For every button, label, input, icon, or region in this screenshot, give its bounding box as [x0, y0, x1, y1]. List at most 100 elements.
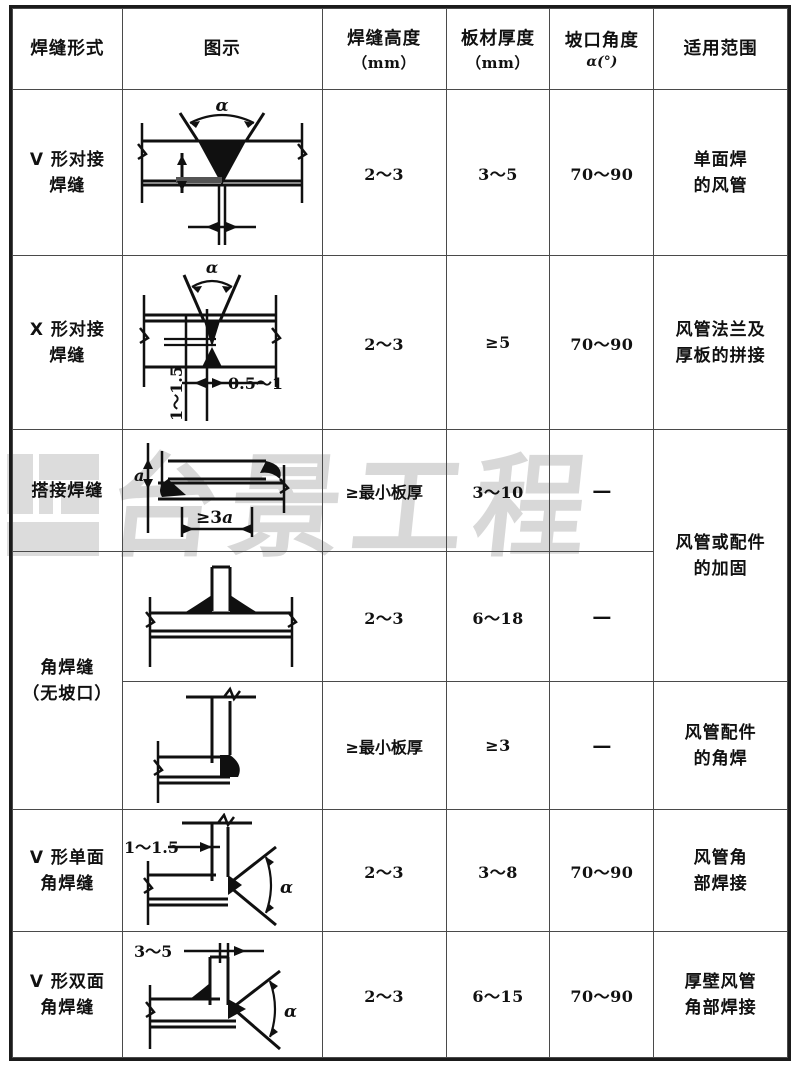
- v-single-fillet-weld-diagram: 1～1.5 α: [124, 812, 293, 926]
- groove-angle-value: 70～90: [570, 862, 634, 882]
- weld-type-line2: 角焊缝: [40, 873, 95, 894]
- v-butt-weld-diagram: α: [137, 96, 309, 245]
- weld-type-line2: 焊缝: [49, 345, 86, 366]
- plate-thickness-value: 3～8: [478, 862, 518, 882]
- header-plate-thickness-unit: （mm）: [466, 53, 530, 72]
- cell-groove-angle: 70～90: [549, 931, 655, 1058]
- weld-types-table: 焊缝形式 图示 焊缝高度 （mm） 板材厚度 （mm） 坡口角度 α(°): [9, 5, 791, 1061]
- tee-fillet-weld-diagram: [145, 565, 299, 667]
- header-weld-height-unit: （mm）: [352, 53, 417, 72]
- cell-application: 厚壁风管 角部焊接: [653, 931, 788, 1058]
- groove-angle-value: 70～90: [570, 334, 634, 354]
- cell-application: 单面焊 的风管: [653, 89, 788, 256]
- header-cell-plate-thickness: 板材厚度 （mm）: [445, 8, 551, 90]
- cell-weld-height: 2～3: [321, 255, 447, 430]
- cell-figure: α 0.5～1 1～1.5: [121, 255, 323, 430]
- weld-type-line1: V 形对接: [29, 149, 105, 170]
- cell-weld-height: 2～3: [321, 931, 447, 1058]
- cell-application-merged: 风管或配件 的加固: [653, 429, 788, 682]
- cell-figure: [121, 681, 323, 810]
- cell-figure: a ≥3a: [121, 429, 323, 552]
- weld-type-line2: 焊缝: [49, 175, 86, 196]
- cell-weld-type: 搭接焊缝: [12, 429, 123, 552]
- plate-thickness-value: ≥5: [485, 333, 511, 352]
- cell-application: 风管配件 的角焊: [653, 681, 788, 810]
- header-cell-weld-height: 焊缝高度 （mm）: [321, 8, 447, 90]
- groove-angle-value: —: [592, 734, 612, 757]
- weld-height-value: ≥最小板厚: [345, 482, 423, 502]
- plate-thickness-value: 6～15: [472, 986, 524, 1006]
- figure-label-root: 1～1.5: [167, 366, 186, 421]
- groove-angle-value: 70～90: [570, 986, 634, 1006]
- application-line1: 单面焊: [693, 149, 748, 170]
- application-line1: 风管配件: [684, 722, 757, 743]
- cell-plate-thickness: 6～15: [445, 931, 551, 1058]
- figure-label-root: 1～1.5: [124, 838, 179, 857]
- table-row: X 形对接 焊缝: [12, 255, 788, 430]
- cell-application: 风管法兰及 厚板的拼接: [653, 255, 788, 430]
- table-header-row: 焊缝形式 图示 焊缝高度 （mm） 板材厚度 （mm） 坡口角度 α(°): [12, 8, 788, 90]
- cell-plate-thickness: 6～18: [445, 551, 551, 682]
- cell-figure: 1～1.5 α: [121, 809, 323, 932]
- header-weld-type-label: 焊缝形式: [30, 39, 105, 59]
- v-double-fillet-weld-diagram: 3～5 α: [134, 942, 297, 1050]
- cell-groove-angle: 70～90: [549, 89, 655, 256]
- weld-height-value: 2～3: [364, 164, 405, 184]
- table-row: V 形双面 角焊缝: [12, 931, 788, 1058]
- cell-weld-height: 2～3: [321, 809, 447, 932]
- application-line1: 厚壁风管: [684, 971, 757, 992]
- plate-thickness-value: 3～5: [478, 164, 518, 184]
- groove-angle-value: —: [592, 479, 612, 502]
- cell-groove-angle: —: [549, 681, 655, 810]
- application-line2: 的角焊: [693, 748, 748, 769]
- cell-plate-thickness: 3～8: [445, 809, 551, 932]
- header-application-label: 适用范围: [683, 39, 758, 59]
- figure-label-leg: 3～5: [134, 942, 172, 961]
- table-row: V 形单面 角焊缝: [12, 809, 788, 932]
- cell-weld-type: V 形对接 焊缝: [12, 89, 123, 256]
- cell-groove-angle: 70～90: [549, 809, 655, 932]
- cell-weld-type: X 形对接 焊缝: [12, 255, 123, 430]
- application-line2: 部焊接: [693, 873, 748, 894]
- cell-figure: [121, 551, 323, 682]
- cell-weld-height: ≥最小板厚: [321, 681, 447, 810]
- plate-thickness-value: 3～10: [472, 482, 524, 502]
- weld-type-line1: 角焊缝: [40, 657, 95, 678]
- cell-weld-height: 2～3: [321, 89, 447, 256]
- application-line2: 厚板的拼接: [675, 345, 766, 366]
- cell-weld-height: ≥最小板厚: [321, 429, 447, 552]
- figure-label-3a: ≥3a: [196, 508, 233, 528]
- weld-type-line1: V 形单面: [29, 847, 105, 868]
- cell-plate-thickness: 3～10: [445, 429, 551, 552]
- header-groove-angle-unit: α(°): [586, 54, 618, 70]
- weld-type-line2: 角焊缝: [40, 997, 95, 1018]
- header-cell-figure: 图示: [121, 8, 323, 90]
- header-weld-height-label: 焊缝高度: [347, 28, 422, 49]
- weld-height-value: 2～3: [364, 608, 405, 628]
- cell-plate-thickness: ≥3: [445, 681, 551, 810]
- header-plate-thickness-label: 板材厚度: [461, 28, 536, 49]
- cell-weld-height: 2～3: [321, 551, 447, 682]
- application-line1: 风管法兰及: [675, 319, 766, 340]
- weld-type-line1: X 形对接: [29, 319, 105, 340]
- header-cell-application: 适用范围: [653, 8, 788, 90]
- figure-label-alpha: α: [280, 878, 293, 898]
- application-line2: 的加固: [693, 558, 748, 579]
- cell-groove-angle: —: [549, 551, 655, 682]
- figure-label-alpha: α: [206, 259, 218, 277]
- header-figure-label: 图示: [203, 39, 241, 59]
- header-groove-angle-label: 坡口角度: [564, 31, 639, 51]
- figure-label-alpha: α: [216, 96, 229, 116]
- application-line1: 风管或配件: [675, 532, 766, 553]
- weld-height-value: ≥最小板厚: [345, 737, 423, 757]
- cell-weld-type-merged: 角焊缝 （无坡口）: [12, 551, 123, 810]
- table-row: 搭接焊缝: [12, 429, 788, 682]
- header-cell-weld-type: 焊缝形式: [12, 8, 123, 90]
- figure-label-a: a: [134, 466, 144, 485]
- weld-type-line1: 搭接焊缝: [31, 480, 104, 501]
- corner-fillet-weld-diagram: [153, 685, 257, 803]
- weld-type-line2: （无坡口）: [22, 683, 113, 704]
- cell-figure: 3～5 α: [121, 931, 323, 1058]
- cell-plate-thickness: 3～5: [445, 89, 551, 256]
